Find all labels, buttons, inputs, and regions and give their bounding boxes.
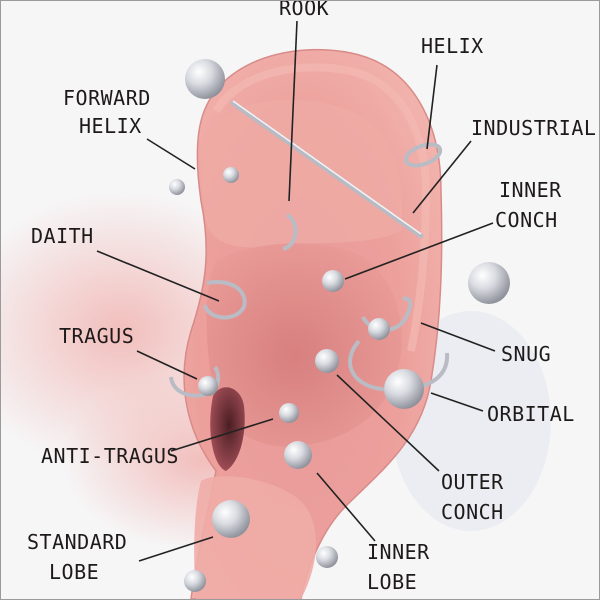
leader-daith bbox=[96, 250, 220, 302]
label-snug: SNUG bbox=[501, 342, 551, 366]
standard-lobe-stud-2 bbox=[184, 570, 206, 592]
label-helix: HELIX bbox=[421, 34, 484, 58]
leader-helix bbox=[426, 64, 438, 150]
leader-anti-tragus bbox=[170, 418, 274, 452]
tragus-bead bbox=[198, 376, 218, 396]
leader-outer-conch bbox=[336, 374, 440, 472]
leader-forward-helix bbox=[146, 138, 196, 170]
label-forward-helix-line2: HELIX bbox=[79, 114, 142, 138]
industrial-end-bead bbox=[468, 262, 510, 304]
label-inner-conch-line2: CONCH bbox=[495, 208, 558, 232]
inner-lobe-upper-stud bbox=[284, 441, 312, 469]
label-forward-helix-line1: FORWARD bbox=[63, 86, 151, 110]
label-industrial: INDUSTRIAL bbox=[471, 116, 596, 140]
ear-upper-fossa bbox=[201, 99, 403, 248]
standard-lobe-stud bbox=[212, 500, 250, 538]
leader-lines bbox=[96, 20, 496, 562]
label-orbital: ORBITAL bbox=[487, 402, 575, 426]
upper-helix-bead bbox=[185, 59, 225, 99]
leader-industrial bbox=[412, 140, 472, 214]
leader-orbital bbox=[430, 392, 484, 412]
orbital-bead bbox=[384, 369, 424, 409]
label-standard-lobe-line2: LOBE bbox=[49, 560, 99, 584]
leader-inner-lobe bbox=[316, 472, 376, 542]
leader-snug bbox=[420, 322, 496, 352]
label-inner-conch-line1: INNER bbox=[499, 178, 562, 202]
label-standard-lobe-line1: STANDARD bbox=[27, 530, 127, 554]
label-inner-lobe-line2: LOBE bbox=[367, 570, 417, 594]
jewelry bbox=[169, 59, 510, 592]
anti-tragus-stud bbox=[279, 403, 299, 423]
rook-ring bbox=[282, 213, 298, 251]
ear-canal bbox=[210, 387, 245, 471]
helix-ring bbox=[403, 142, 443, 168]
label-daith: DAITH bbox=[31, 224, 94, 248]
inner-conch-stud bbox=[322, 270, 344, 292]
leader-inner-conch bbox=[344, 222, 494, 280]
label-outer-conch-line1: OUTER bbox=[441, 470, 504, 494]
label-rook: ROOK bbox=[279, 1, 329, 20]
forward-helix-stud bbox=[169, 179, 185, 195]
label-tragus: TRAGUS bbox=[59, 324, 134, 348]
label-inner-lobe-line1: INNER bbox=[367, 540, 430, 564]
leader-standard-lobe bbox=[138, 536, 214, 562]
labels: ROOK HELIX FORWARD HELIX INDUSTRIAL INNE… bbox=[27, 1, 596, 594]
orbital-ring bbox=[348, 339, 450, 392]
label-outer-conch-line2: CONCH bbox=[441, 500, 504, 524]
inner-lobe-stud bbox=[316, 546, 338, 568]
forward-helix-stud-2 bbox=[223, 167, 239, 183]
outer-conch-stud bbox=[315, 349, 339, 373]
leader-tragus bbox=[136, 350, 198, 380]
daith-ring bbox=[203, 280, 247, 320]
ear-conch-bowl bbox=[206, 243, 402, 447]
ear-illustration bbox=[183, 48, 443, 599]
industrial-bar bbox=[230, 100, 424, 239]
snug-bead bbox=[368, 318, 390, 340]
label-anti-tragus: ANTI-TRAGUS bbox=[41, 444, 179, 468]
leader-rook bbox=[288, 20, 298, 202]
